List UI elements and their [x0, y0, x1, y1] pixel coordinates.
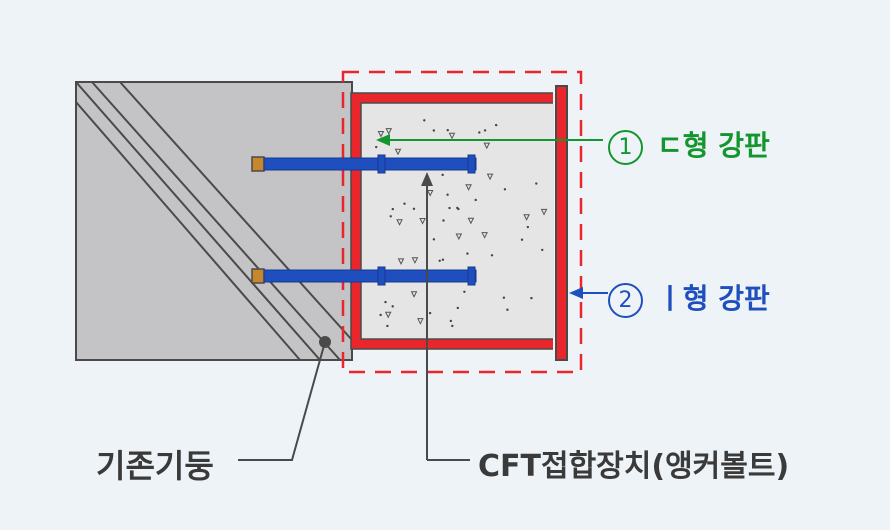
device-label: CFT접합장치(앵커볼트)	[478, 449, 790, 484]
leader-device	[421, 172, 470, 461]
aggregate-dot	[379, 313, 382, 317]
aggregate-dot	[446, 193, 449, 196]
anchor-bolt-lower	[251, 266, 477, 286]
c-shaped-steel-plate-outline	[350, 92, 553, 350]
i-plate-number: 2	[608, 282, 643, 318]
aggregate-chip	[467, 217, 475, 225]
aggregate-dot	[483, 129, 487, 132]
aggregate-dot	[391, 305, 394, 308]
aggregate-dot	[441, 173, 444, 177]
aggregate-dot	[432, 129, 436, 132]
column-label: 기존기둥	[96, 447, 214, 485]
aggregate-dot	[449, 319, 453, 323]
leader-i-plate	[569, 287, 608, 299]
concrete-aggregate	[374, 119, 548, 328]
column-edge-line	[75, 101, 301, 361]
i-plate-label: 2 ㅣ형 강판	[608, 277, 770, 318]
aggregate-chip	[394, 148, 402, 156]
aggregate-dot	[457, 207, 460, 211]
aggregate-chip	[448, 132, 456, 140]
aggregate-chip	[483, 142, 491, 150]
aggregate-dot	[389, 215, 392, 218]
aggregate-dot	[441, 258, 445, 261]
aggregate-dot	[463, 290, 466, 293]
c-shaped-steel-plate	[351, 93, 553, 349]
existing-column	[75, 81, 353, 361]
i-plate-text: ㅣ형 강판	[657, 282, 770, 315]
aggregate-dot	[535, 182, 538, 185]
aggregate-dot	[494, 123, 498, 127]
aggregate-dot	[541, 248, 544, 252]
leader-c-plate	[376, 134, 603, 146]
leader-column	[238, 336, 331, 461]
aggregate-dot	[374, 145, 378, 149]
c-plate-text: ㄷ형 강판	[657, 129, 770, 162]
aggregate-chip	[397, 258, 405, 265]
aggregate-dot	[412, 207, 416, 211]
aggregate-dot	[466, 252, 469, 255]
aggregate-dot	[526, 225, 530, 229]
aggregate-chip	[523, 214, 530, 221]
i-shaped-steel-plate	[555, 85, 568, 361]
aggregate-chip	[385, 128, 393, 135]
aggregate-chip	[426, 190, 434, 197]
aggregate-chip	[384, 311, 392, 319]
aggregate-chip	[417, 318, 424, 325]
aggregate-dot	[386, 324, 389, 328]
aggregate-dot	[503, 188, 507, 191]
c-plate-number: 1	[608, 129, 643, 165]
aggregate-dot	[384, 300, 387, 304]
aggregate-chip	[540, 208, 548, 216]
aggregate-dot	[490, 254, 494, 257]
joint-zone-dashed-box	[341, 70, 583, 374]
aggregate-chip	[465, 184, 472, 191]
aggregate-dot	[474, 198, 477, 202]
aggregate-dot	[456, 306, 460, 310]
column-edge-line	[75, 81, 321, 361]
column-edge-line	[119, 81, 353, 341]
concrete-infill	[360, 104, 554, 338]
aggregate-dot	[502, 296, 506, 299]
aggregate-dot	[530, 296, 533, 300]
anchor-bolt-upper	[251, 154, 477, 174]
aggregate-dot	[446, 128, 449, 132]
aggregate-dot	[432, 238, 436, 241]
aggregate-dot	[448, 206, 451, 210]
column-edge-line	[91, 81, 341, 361]
aggregate-chip	[396, 219, 403, 226]
aggregate-dot	[423, 119, 426, 122]
aggregate-dot	[442, 219, 445, 222]
aggregate-dot	[391, 207, 394, 211]
aggregate-chip	[481, 232, 488, 239]
aggregate-chip	[377, 131, 385, 138]
aggregate-chip	[411, 257, 419, 264]
aggregate-dot	[438, 259, 441, 262]
aggregate-dot	[451, 324, 454, 328]
aggregate-dot	[478, 131, 481, 134]
aggregate-dot	[506, 308, 509, 311]
aggregate-dot	[520, 238, 524, 241]
aggregate-chip	[486, 173, 494, 181]
aggregate-dot	[428, 311, 432, 315]
aggregate-dot	[403, 202, 406, 205]
aggregate-chip	[419, 218, 426, 225]
aggregate-chip	[410, 291, 418, 298]
c-plate-label: 1 ㄷ형 강판	[608, 124, 770, 165]
aggregate-chip	[455, 233, 463, 241]
